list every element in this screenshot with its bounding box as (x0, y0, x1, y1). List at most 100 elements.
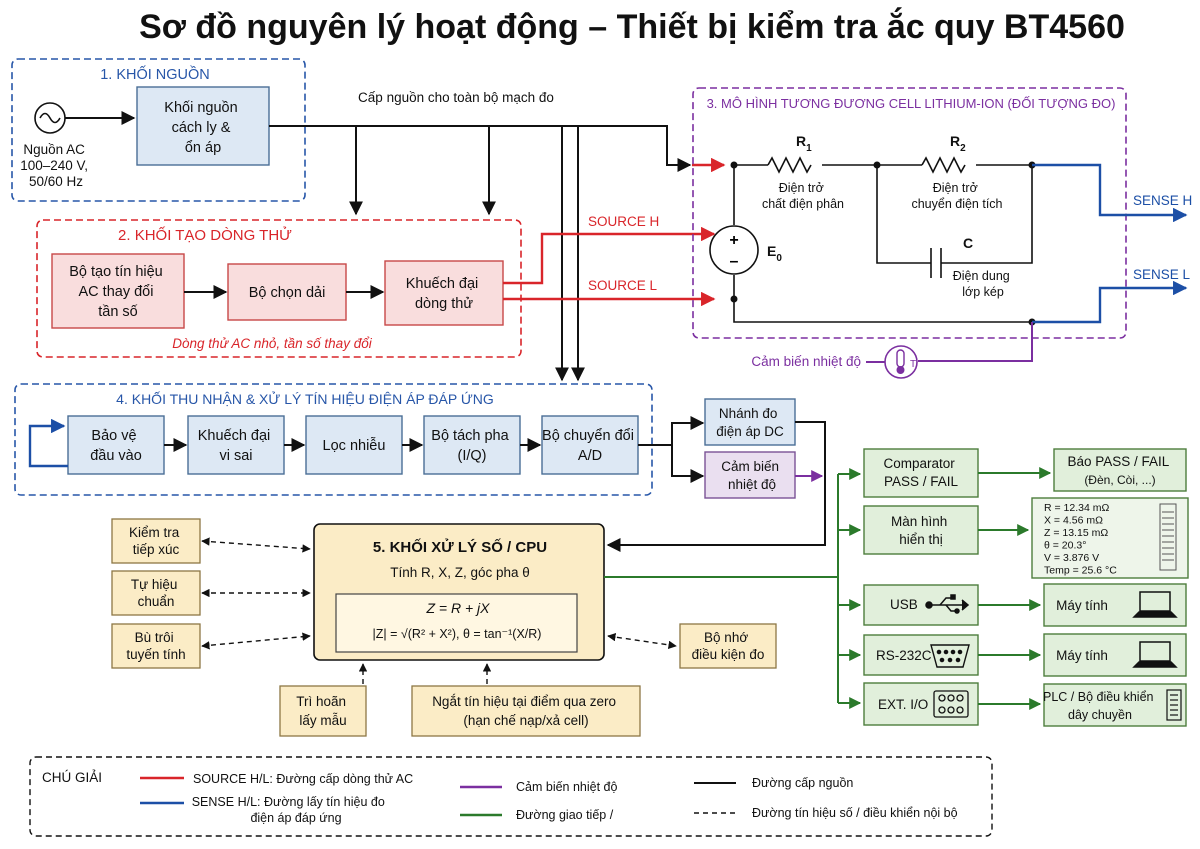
c-description: Điện dung lớp kép (953, 269, 1013, 299)
drift-compensation-label: Bù trôi tuyến tính (126, 630, 185, 662)
block3-frame (692, 87, 1127, 339)
io-terminal-icon (933, 690, 969, 718)
block1-frame (11, 58, 306, 202)
dc-branch-label: Nhánh đo điện áp DC (716, 406, 784, 439)
formula-box (335, 593, 578, 653)
drift-compensation-block[interactable] (111, 623, 201, 669)
zero-cross-label: Ngắt tín hiệu tại điểm qua zero (hạn chế… (432, 694, 620, 728)
adc-label: Bộ chuyển đổi A/D (542, 428, 638, 464)
alarm-label: Báo PASS / FAIL (Đèn, Còi, ...) (1067, 454, 1172, 487)
equivalent-circuit (733, 156, 1033, 323)
formula-impedance: Z = R + jX (425, 600, 490, 616)
r1-description: Điện trở chất điện phân (762, 181, 844, 211)
sense-h-label: SENSE H (1133, 193, 1192, 208)
temp-input-label: Cảm biến nhiệt độ (721, 459, 783, 492)
lcd-screen (1031, 497, 1189, 579)
block4-label: 4. KHỐI THU NHẬN & XỬ LÝ TÍN HIỆU ĐIỆN Á… (116, 390, 494, 407)
db9-connector-icon (930, 644, 970, 668)
block2-label: 2. KHỐI TẠO DÒNG THỬ (118, 226, 292, 244)
display-block[interactable] (863, 505, 979, 555)
legend-temp: Cảm biến nhiệt độ (516, 780, 618, 794)
extio-block[interactable] (863, 682, 979, 726)
page-title: Sơ đồ nguyên lý hoạt động – Thiết bị kiể… (139, 8, 1125, 46)
legend-title: CHÚ GIẢI (42, 770, 102, 785)
laptop-icon-2 (1132, 641, 1178, 668)
rs232-label: RS-232C (876, 648, 932, 663)
comparator-label: Comparator PASS / FAIL (883, 456, 958, 489)
r1-label: R1 (796, 133, 812, 154)
source-h-label: SOURCE H (588, 214, 659, 229)
legend-digital: Đường tín hiệu số / điều khiển nội bộ (752, 806, 958, 820)
range-selector-label: Bộ chọn dải (249, 285, 326, 301)
pc2-block[interactable] (1043, 633, 1187, 677)
usb-label: USB (890, 597, 918, 612)
legend-sense: SENSE H/L: Đường lấy tín hiệu đo điện áp… (192, 795, 389, 825)
range-selector-block[interactable] (227, 263, 347, 321)
cpu-calc: Tính R, X, Z, góc pha θ (390, 565, 530, 580)
sense-l-label: SENSE L (1133, 267, 1191, 282)
ac-source-icon (34, 102, 66, 134)
sampling-delay-block[interactable] (279, 685, 367, 737)
temp-input-block[interactable] (704, 451, 796, 499)
memory-label: Bộ nhớ điều kiện đo (692, 630, 765, 662)
lcd-readings: R = 12.34 mΩ X = 4.56 mΩ Z = 13.15 mΩ θ … (1044, 502, 1117, 577)
alarm-block[interactable] (1053, 448, 1187, 492)
signal-bars-icon (1159, 503, 1177, 571)
diff-amplifier-block[interactable] (187, 415, 285, 475)
psu-block[interactable] (136, 86, 270, 166)
r2-description: Điện trở chuyển điện tích (911, 181, 1002, 211)
usb-icon (925, 594, 970, 614)
extio-label: EXT. I/O (878, 697, 928, 712)
legend-frame (29, 756, 993, 837)
legend-power: Đường cấp nguồn (752, 776, 853, 790)
sampling-delay-label: Trì hoãn lấy mẫu (296, 694, 350, 728)
comparator-block[interactable] (863, 448, 979, 498)
block3-label: 3. MÔ HÌNH TƯƠNG ĐƯƠNG CELL LITHIUM-ION … (707, 96, 1116, 111)
legend-comm: Đường giao tiếp / (516, 808, 614, 822)
diff-amplifier-label: Khuếch đại vi sai (198, 428, 275, 464)
cpu-label: 5. KHỐI XỬ LÝ SỐ / CPU (373, 538, 547, 556)
zero-cross-block[interactable] (411, 685, 641, 737)
memory-block[interactable] (679, 623, 777, 669)
e0-label: E0 (767, 243, 782, 264)
c-label: C (963, 235, 973, 251)
phase-detector-label: Bộ tách pha (I/Q) (431, 428, 512, 464)
laptop-icon (1132, 591, 1178, 618)
input-protection-label: Bảo vệ đầu vào (90, 428, 142, 464)
signal-generator-label: Bộ tạo tín hiệu AC thay đổi tần số (69, 264, 167, 320)
current-amplifier-block[interactable] (384, 260, 504, 326)
self-calibration-label: Tự hiệu chuẩn (131, 577, 181, 609)
legend-source: SOURCE H/L: Đường cấp dòng thử AC (193, 772, 413, 786)
pc1-block[interactable] (1043, 583, 1187, 627)
input-protection-block[interactable] (67, 415, 165, 475)
supply-caption: Cấp nguồn cho toàn bộ mạch đo (358, 90, 554, 105)
current-amplifier-label: Khuếch đại dòng thử (406, 276, 483, 312)
rs232-block[interactable] (863, 634, 979, 676)
r2-label: R2 (950, 133, 966, 154)
thermometer-t: T (910, 359, 916, 370)
self-calibration-block[interactable] (111, 570, 201, 616)
block2-frame (36, 219, 522, 358)
plc-rack-icon (1166, 689, 1182, 721)
contact-check-block[interactable] (111, 518, 201, 564)
block4-frame (14, 383, 653, 496)
temp-sensor-label: Cảm biến nhiệt độ (751, 354, 861, 369)
block2-note: Dòng thử AC nhỏ, tần số thay đổi (172, 336, 372, 351)
formula-magnitude-phase: |Z| = √(R² + X²), θ = tan⁻¹(X/R) (373, 627, 542, 641)
pc1-label: Máy tính (1056, 598, 1108, 613)
source-l-label: SOURCE L (588, 278, 658, 293)
noise-filter-label: Lọc nhiễu (323, 437, 386, 454)
plc-block[interactable] (1043, 683, 1187, 727)
block1-label: 1. KHỐI NGUỒN (100, 65, 210, 83)
adc-block[interactable] (541, 415, 639, 475)
phase-detector-block[interactable] (423, 415, 521, 475)
contact-check-label: Kiểm tra tiếp xúc (129, 525, 183, 557)
e0-minus: – (730, 253, 739, 270)
ac-source-label: Nguồn AC 100–240 V, 50/60 Hz (20, 142, 92, 189)
e0-plus: + (729, 232, 738, 249)
display-label: Màn hình hiển thị (891, 514, 951, 547)
thermometer-icon (884, 345, 918, 379)
e0-source-icon (709, 225, 759, 275)
dc-branch-block[interactable] (704, 398, 796, 446)
